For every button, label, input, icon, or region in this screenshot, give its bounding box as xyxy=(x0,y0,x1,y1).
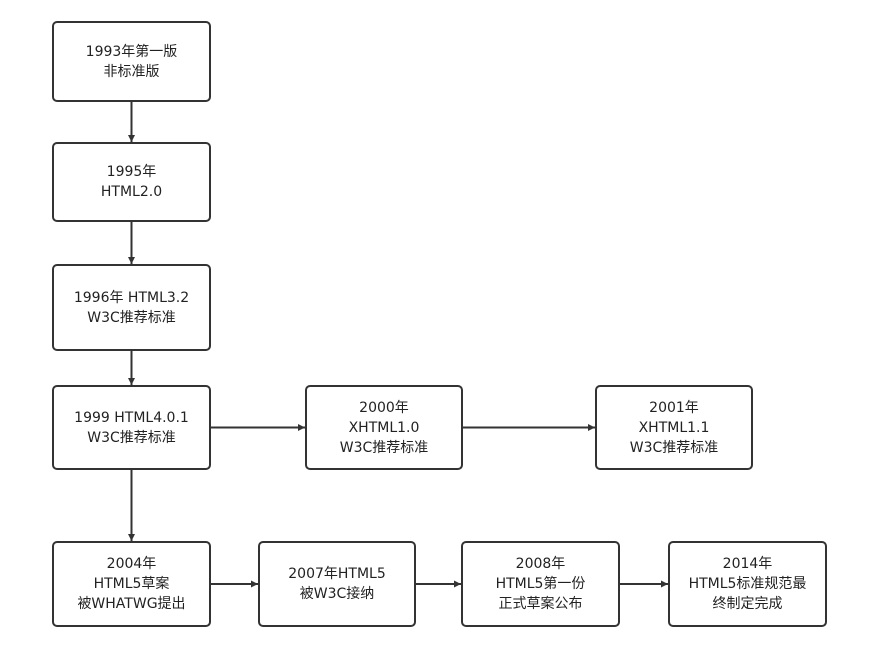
node-1996-html3-2: 1996年 HTML3.2 W3C推荐标准 xyxy=(52,264,211,351)
edges-layer xyxy=(128,102,668,588)
node-line: 2014年 xyxy=(722,556,773,572)
node-line: XHTML1.1 xyxy=(638,419,710,436)
node-1993-first-version: 1993年第一版 非标准版 xyxy=(52,21,211,102)
node-line: 2001年 xyxy=(649,399,699,416)
node-line: XHTML1.0 xyxy=(348,419,420,436)
node-2007-html5-accepted: 2007年HTML5 被W3C接纳 xyxy=(258,541,416,627)
node-line: 1993年第一版 xyxy=(85,43,178,60)
node-line: W3C推荐标准 xyxy=(629,439,719,456)
node-2000-xhtml1-0: 2000年 XHTML1.0 W3C推荐标准 xyxy=(305,385,463,470)
node-line: 2007年HTML5 xyxy=(288,566,386,582)
node-line: 2004年 xyxy=(106,556,157,572)
node-2008-html5-first-draft: 2008年 HTML5第一份 正式草案公布 xyxy=(461,541,620,627)
node-line: 1995年 xyxy=(106,164,157,180)
node-line: 1996年 HTML3.2 xyxy=(73,289,190,306)
node-line: 2008年 xyxy=(515,556,566,572)
node-line: HTML2.0 xyxy=(100,184,163,200)
node-1995-html2: 1995年 HTML2.0 xyxy=(52,142,211,222)
node-1999-html4-0-1: 1999 HTML4.0.1 W3C推荐标准 xyxy=(52,385,211,470)
node-line: 被WHATWG提出 xyxy=(77,596,186,612)
node-2001-xhtml1-1: 2001年 XHTML1.1 W3C推荐标准 xyxy=(595,385,753,470)
node-line: W3C推荐标准 xyxy=(339,439,429,456)
node-line: 1999 HTML4.0.1 xyxy=(74,409,189,426)
node-line: HTML5第一份 xyxy=(495,576,586,592)
node-line: W3C推荐标准 xyxy=(87,309,176,326)
node-line: 2000年 xyxy=(359,399,409,416)
node-line: HTML5草案 xyxy=(93,576,170,592)
node-line: 非标准版 xyxy=(103,63,160,80)
node-line: 被W3C接纳 xyxy=(299,586,375,602)
node-line: HTML5标准规范最 xyxy=(688,576,807,592)
node-line: 终制定完成 xyxy=(712,596,783,612)
node-2014-html5-final: 2014年 HTML5标准规范最 终制定完成 xyxy=(668,541,827,627)
node-line: W3C推荐标准 xyxy=(87,429,176,446)
node-2004-html5-draft: 2004年 HTML5草案 被WHATWG提出 xyxy=(52,541,211,627)
node-line: 正式草案公布 xyxy=(498,596,583,612)
